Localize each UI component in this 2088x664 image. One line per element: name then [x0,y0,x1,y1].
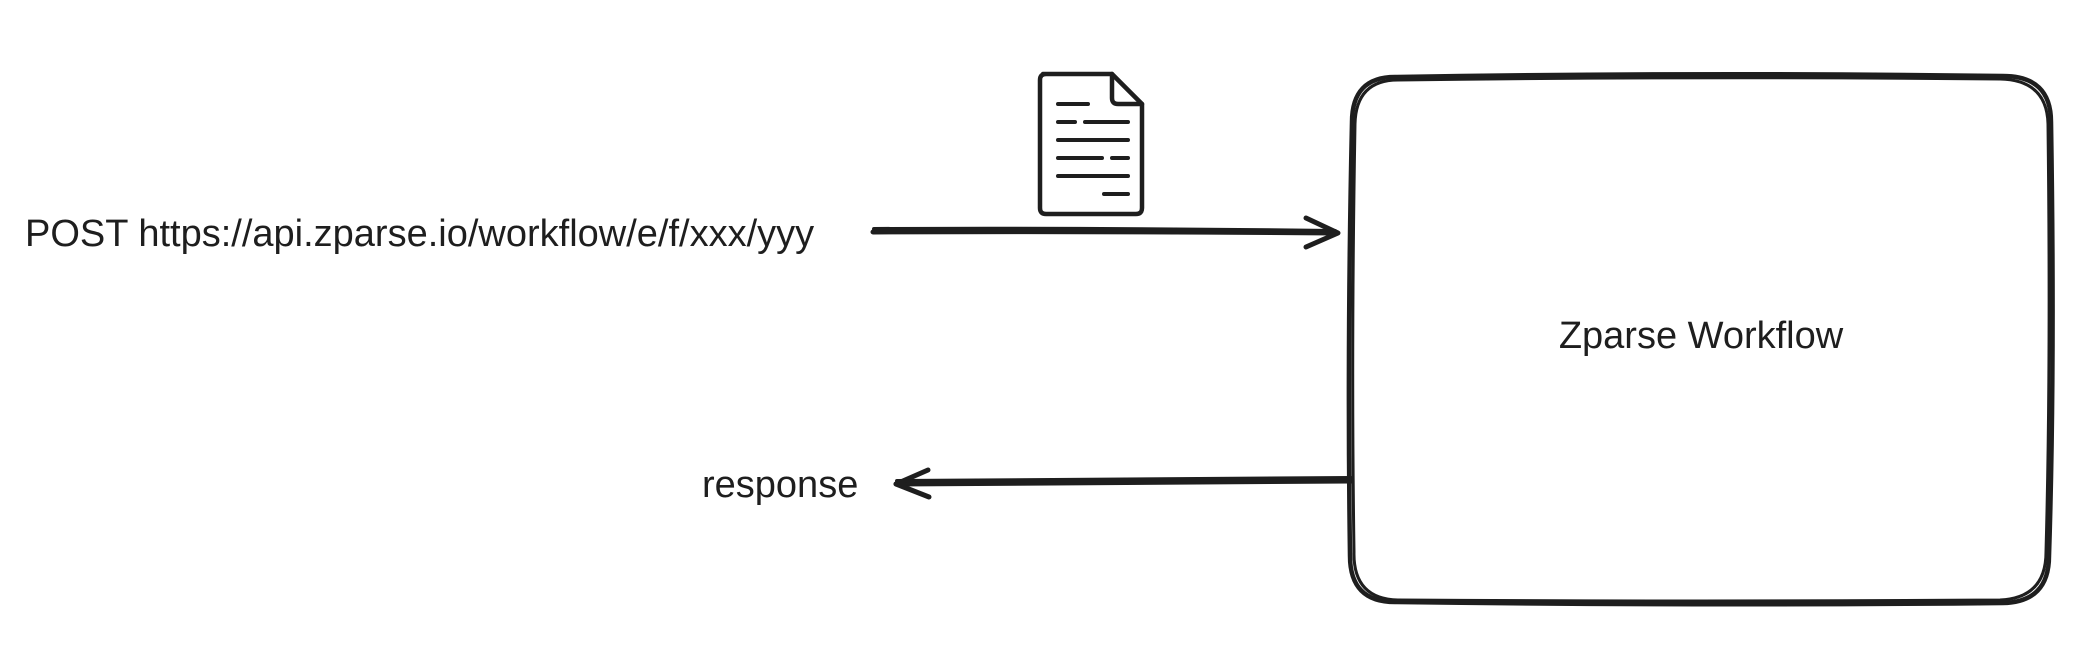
request-arrow [870,215,1341,250]
workflow-box [1346,71,2055,607]
request-label: POST https://api.zparse.io/workflow/e/f/… [25,213,814,255]
response-arrow [893,467,1355,500]
response-label: response [702,464,858,506]
workflow-label: Zparse Workflow [1559,315,1844,357]
document-icon [1037,71,1145,217]
